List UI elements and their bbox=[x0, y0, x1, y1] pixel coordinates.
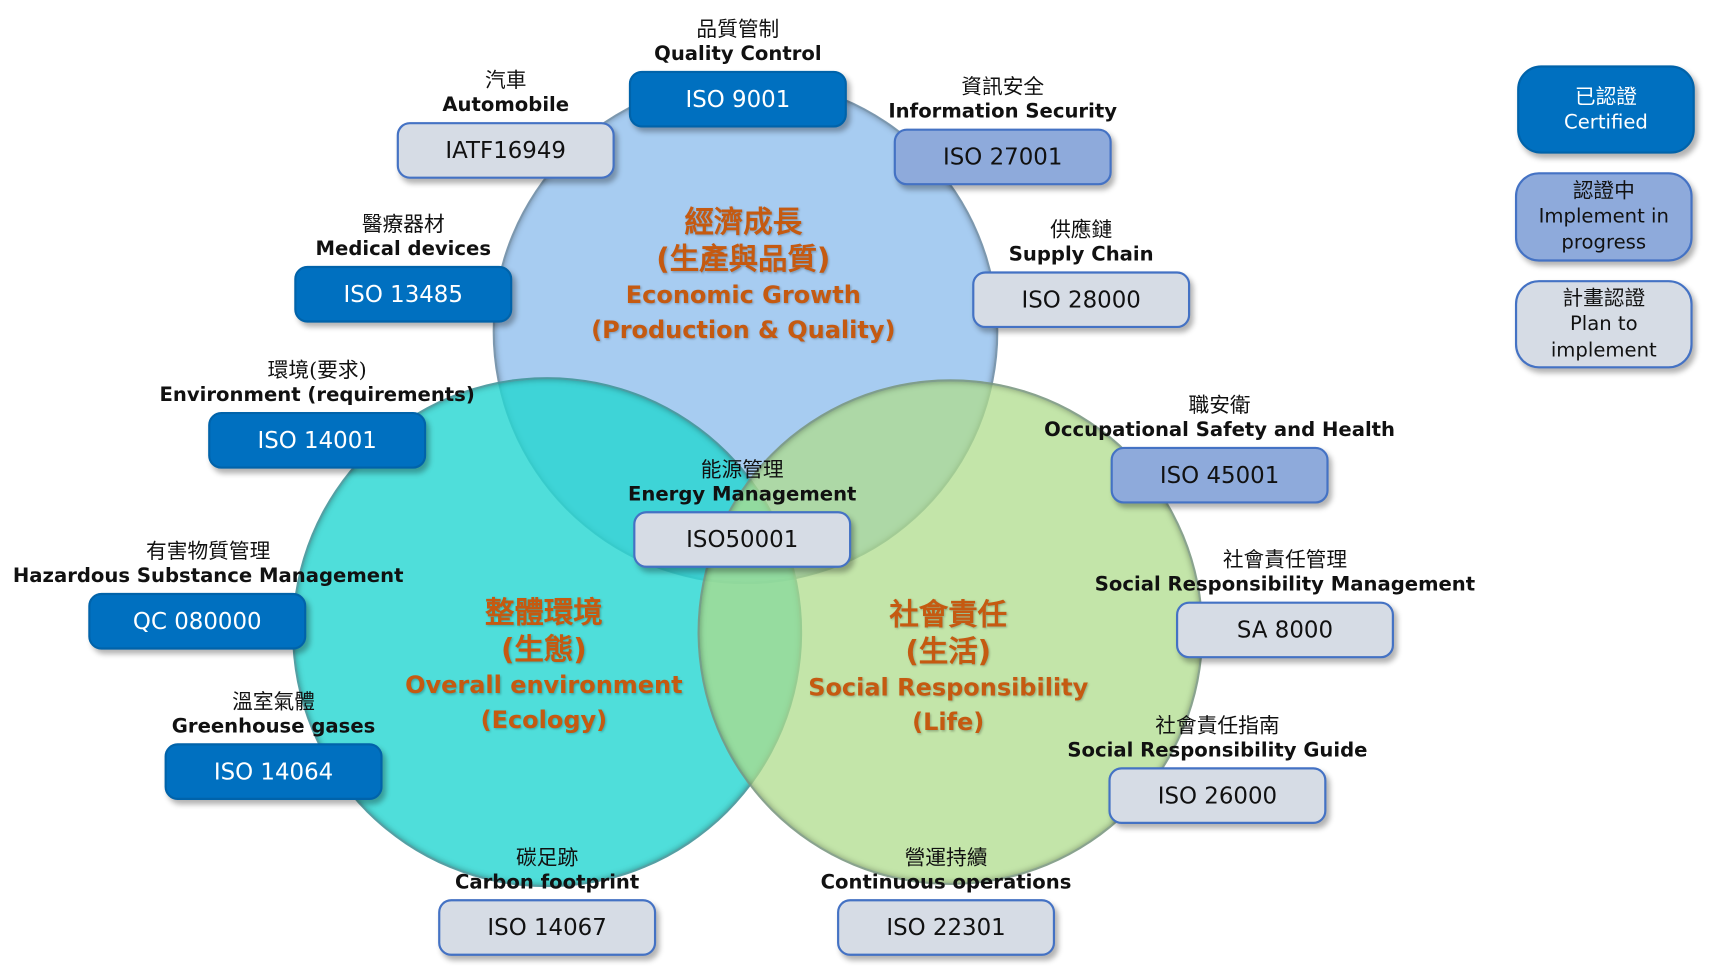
standard-label-zh: 職安衛 bbox=[1188, 393, 1251, 418]
standard-label-zh: 碳足跡 bbox=[516, 845, 579, 870]
standard-label-en: Carbon footprint bbox=[454, 870, 640, 894]
standard-code: ISO50001 bbox=[686, 526, 799, 553]
standard-label-zh: 社會責任指南 bbox=[1155, 713, 1280, 738]
standard-label-en: Environment (requirements) bbox=[159, 383, 475, 407]
standard-label-en: Medical devices bbox=[315, 237, 491, 261]
title-en-sub: (Production & Quality) bbox=[591, 316, 896, 344]
standard-label-zh: 營運持續 bbox=[904, 845, 988, 870]
standard-label-zh: 資訊安全 bbox=[961, 75, 1045, 100]
standard-code: ISO 14001 bbox=[257, 427, 377, 454]
economic-growth-title: 經濟成長 (生產與品質) Economic Growth (Production… bbox=[569, 205, 918, 348]
overall-environment-title: 整體環境 (生態) Overall environment (Ecology) bbox=[369, 595, 718, 738]
standard-code: ISO 13485 bbox=[343, 281, 463, 308]
title-en: Social Responsibility bbox=[808, 674, 1089, 702]
standard-label-zh: 有害物質管理 bbox=[146, 539, 271, 564]
title-zh: 經濟成長 bbox=[684, 205, 803, 240]
standard-box-plan[interactable]: ISO 22301 bbox=[837, 899, 1056, 956]
standard-code: SA 8000 bbox=[1236, 616, 1334, 644]
standard-label-zh: 供應鏈 bbox=[1050, 217, 1113, 242]
title-zh-sub: (生態) bbox=[500, 632, 587, 667]
standard-label-zh: 社會責任管理 bbox=[1222, 548, 1348, 573]
standard-label-en: Supply Chain bbox=[1008, 243, 1154, 266]
standard-box-certified[interactable]: QC 080000 bbox=[88, 592, 307, 650]
title-zh: 社會責任 bbox=[889, 598, 1008, 633]
legend-zh: 計畫認證 bbox=[1562, 286, 1646, 311]
standard-box-progress[interactable]: ISO 27001 bbox=[893, 128, 1112, 186]
standard-code: QC 080000 bbox=[132, 608, 262, 635]
legend-en: Certified bbox=[1564, 110, 1648, 134]
standard-label-zh: 品質管制 bbox=[696, 17, 780, 42]
legend-zh: 認證中 bbox=[1572, 178, 1635, 203]
title-zh: 整體環境 bbox=[485, 596, 603, 630]
title-zh-sub: (生產與品質) bbox=[656, 242, 831, 277]
title-en: Overall environment bbox=[405, 671, 683, 700]
legend-zh: 已認證 bbox=[1574, 84, 1638, 109]
standard-code: ISO 14064 bbox=[213, 758, 334, 785]
legend-en: Implement in progress bbox=[1538, 204, 1669, 254]
standard-box-certified[interactable]: ISO 9001 bbox=[628, 70, 847, 128]
standard-label-zh: 汽車 bbox=[484, 68, 527, 93]
standard-box-certified[interactable]: ISO 14064 bbox=[164, 743, 383, 800]
standard-label-en: Automobile bbox=[442, 93, 570, 117]
social-responsibility-title: 社會責任 (生活) Social Responsibility (Life) bbox=[774, 597, 1123, 740]
standard-label-en: Hazardous Substance Management bbox=[12, 564, 404, 588]
title-en: Economic Growth bbox=[625, 281, 861, 309]
standard-code: ISO 26000 bbox=[1157, 782, 1278, 809]
standard-code: ISO 9001 bbox=[685, 86, 791, 113]
standard-label-zh: 醫療器材 bbox=[361, 212, 445, 237]
title-en-sub: (Ecology) bbox=[480, 706, 608, 735]
standard-label-en: Quality Control bbox=[654, 42, 822, 66]
standard-label-zh: 能源管理 bbox=[700, 457, 784, 482]
standard-code: ISO 28000 bbox=[1021, 286, 1141, 313]
standard-label-zh: 溫室氣體 bbox=[232, 689, 315, 714]
standard-box-progress[interactable]: ISO 45001 bbox=[1110, 446, 1329, 504]
legend-en: Plan to implement bbox=[1550, 312, 1657, 362]
standard-code: ISO 45001 bbox=[1159, 462, 1280, 489]
standard-label-en: Occupational Safety and Health bbox=[1044, 418, 1396, 442]
standard-box-certified[interactable]: ISO 13485 bbox=[294, 265, 513, 323]
standard-box-plan[interactable]: SA 8000 bbox=[1176, 601, 1394, 659]
standard-box-plan[interactable]: ISO 26000 bbox=[1108, 767, 1327, 824]
standard-code: ISO 27001 bbox=[943, 143, 1063, 171]
standard-label-en: Continuous operations bbox=[820, 870, 1072, 894]
standard-code: IATF16949 bbox=[445, 137, 566, 164]
standard-label: 環境(要求)Environment (requirements) bbox=[99, 357, 535, 407]
standard-code: ISO 14067 bbox=[487, 914, 607, 941]
standard-code: ISO 22301 bbox=[886, 914, 1006, 941]
standard-box-plan[interactable]: ISO 14067 bbox=[438, 899, 657, 956]
standard-box-certified[interactable]: ISO 14001 bbox=[208, 411, 427, 469]
standard-box-plan[interactable]: IATF16949 bbox=[396, 122, 615, 179]
standard-label-zh: 環境(要求) bbox=[267, 358, 367, 383]
standard-box-plan[interactable]: ISO50001 bbox=[633, 511, 852, 568]
standard-label-en: Energy Management bbox=[628, 482, 857, 506]
standard-label-en: Greenhouse gases bbox=[171, 714, 376, 738]
standard-label-en: Information Security bbox=[888, 100, 1118, 124]
standard-box-plan[interactable]: ISO 28000 bbox=[972, 271, 1191, 329]
standard-label-en: Social Responsibility Management bbox=[1094, 573, 1476, 597]
standard-label-en: Social Responsibility Guide bbox=[1067, 738, 1368, 762]
title-zh-sub: (生活) bbox=[905, 635, 992, 669]
title-en-sub: (Life) bbox=[912, 708, 985, 737]
